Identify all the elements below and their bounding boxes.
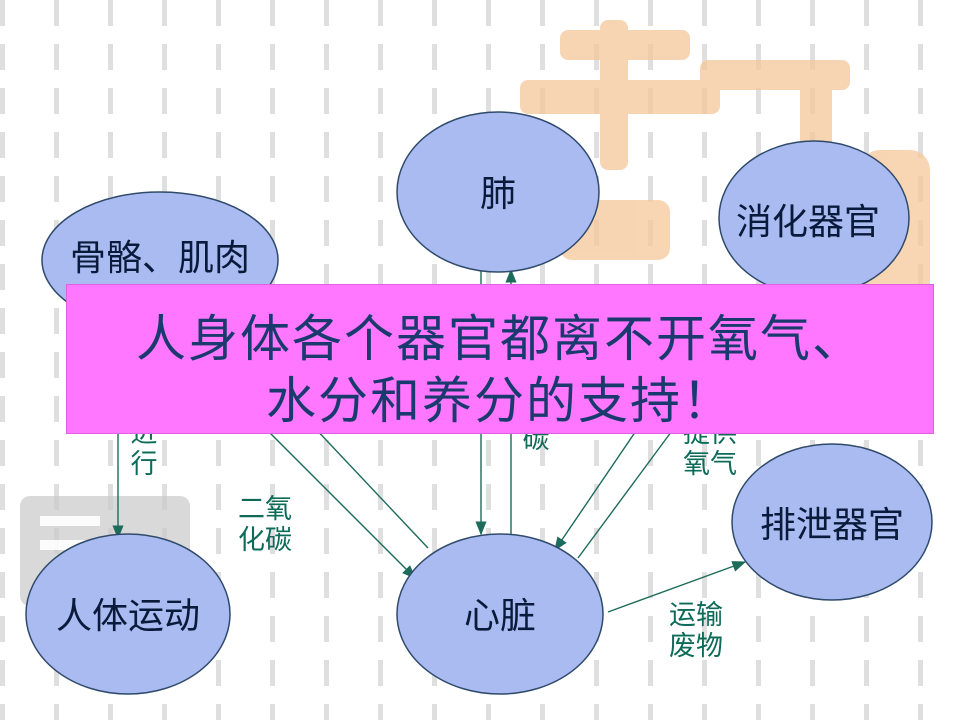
edge-label-co2-line1: 二氧 xyxy=(238,494,292,525)
edge-digestive-to-heart xyxy=(554,424,641,552)
edge-label-left-line2: 行 xyxy=(130,449,158,480)
node-excretory-label: 排泄器官 xyxy=(760,505,904,546)
node-digestive-label: 消化器官 xyxy=(736,202,880,243)
node-excretory xyxy=(731,443,933,601)
edge-label-transport-line2: 废物 xyxy=(669,631,723,662)
node-bones-muscles-label: 骨骼、肌肉 xyxy=(70,238,250,279)
node-lung xyxy=(396,111,600,273)
summary-banner: 人身体各个器官都离不开氧气、 水分和养分的支持！ xyxy=(66,284,934,434)
edge-heart-to-excretory xyxy=(607,561,747,613)
edge-label-co2-line2: 化碳 xyxy=(238,525,292,556)
edge-label-transport: 运输 废物 xyxy=(662,600,730,662)
edge-label-co2: 二氧 化碳 xyxy=(232,494,298,556)
node-heart-label: 心脏 xyxy=(464,596,536,637)
edge-label-transport-line1: 运输 xyxy=(669,600,723,631)
node-movement xyxy=(25,533,231,695)
node-lung-label: 肺 xyxy=(480,174,516,215)
node-movement-label: 人体运动 xyxy=(56,596,200,637)
banner-line-1: 人身体各个器官都离不开氧气、 xyxy=(136,310,864,368)
edge-bones-to-heart xyxy=(261,424,416,579)
edge-label-oxygen-line2: 氧气 xyxy=(683,449,737,480)
banner-line-2: 水分和养分的支持！ xyxy=(266,372,734,430)
edge-heart-to-digestive xyxy=(577,419,681,559)
edge-heart-to-bones xyxy=(311,424,429,549)
node-heart xyxy=(396,533,604,695)
